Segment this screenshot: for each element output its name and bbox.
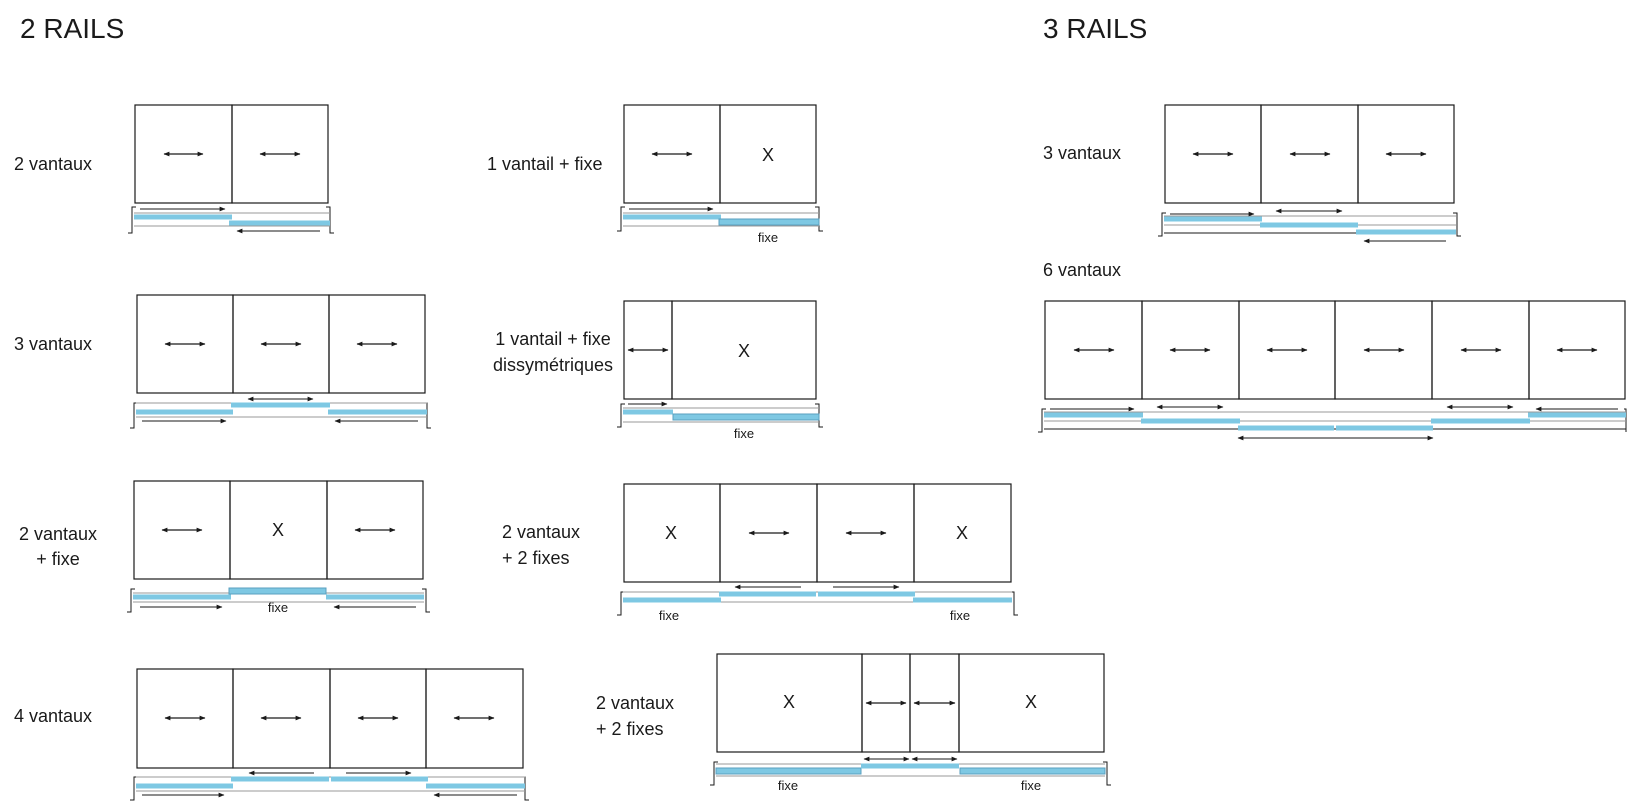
panel-row <box>1164 104 1455 204</box>
fixe-label: fixe <box>268 600 288 615</box>
door-panel <box>1357 104 1455 204</box>
rail-bracket <box>710 761 718 786</box>
fixe-label: fixe <box>950 608 970 623</box>
config-label: dissymétriques <box>493 355 613 375</box>
fixe-label: fixe <box>659 608 679 623</box>
fixe-label: fixe <box>1021 778 1041 793</box>
config-4-vantaux: 4 vantaux <box>14 668 529 801</box>
rail-fixed <box>228 587 327 595</box>
rail-bracket <box>1453 212 1461 237</box>
rail-diagram: fixe <box>617 206 823 245</box>
door-panel-fixed <box>958 653 1105 753</box>
panel-row <box>134 104 329 204</box>
config-label: 2 vantaux <box>19 524 97 544</box>
panel-row <box>136 294 426 394</box>
config-label: 1 vantail + fixe <box>487 154 603 174</box>
rail-diagram <box>130 396 431 429</box>
rail-bracket <box>1624 408 1627 432</box>
rail-diagram <box>128 206 334 234</box>
panel-row <box>1044 300 1626 400</box>
panel-row: X X <box>623 483 1012 583</box>
section-title-3-rails: 3 RAILS <box>1043 13 1147 44</box>
door-panel <box>425 668 524 769</box>
config-label: 2 vantaux <box>14 154 92 174</box>
config-label: 3 vantaux <box>1043 143 1121 163</box>
door-panel <box>1528 300 1626 400</box>
panel-row: X <box>623 104 817 204</box>
rail-diagram: fixe <box>617 401 823 441</box>
door-panel-fixed <box>719 104 817 204</box>
rail-bracket <box>422 588 430 613</box>
door-panel-fixed <box>671 300 817 400</box>
rail-bracket <box>127 588 135 613</box>
fixed-panel-mark: X <box>783 692 795 712</box>
rail-diagram: fixe fixe <box>617 584 1018 623</box>
fixed-panel-mark: X <box>738 341 750 361</box>
panel-row <box>136 668 524 769</box>
door-panel <box>326 480 424 580</box>
config-2-vantaux-2-fixes: 2 vantaux + 2 fixes X X fixe fixe <box>502 483 1018 623</box>
rail-bracket <box>617 403 625 428</box>
panel-row: X <box>623 300 817 400</box>
rail-bracket <box>326 206 334 234</box>
rail-bracket <box>1010 591 1018 616</box>
rail-fixed <box>718 218 820 226</box>
door-panel <box>328 294 426 394</box>
rail-diagram <box>130 770 529 801</box>
config-3-vantaux: 3 vantaux <box>14 294 431 429</box>
rail-diagram: fixe fixe <box>710 756 1111 793</box>
section-title-2-rails: 2 RAILS <box>20 13 124 44</box>
config-label: + 2 fixes <box>502 548 570 568</box>
config-3-rails-6-vantaux: 6 vantaux <box>1038 260 1627 441</box>
rail-fixed <box>715 767 862 775</box>
rail-bracket <box>1038 408 1046 433</box>
fixe-label: fixe <box>734 426 754 441</box>
config-label: 3 vantaux <box>14 334 92 354</box>
config-label: + fixe <box>36 549 80 569</box>
rail-bracket <box>617 591 625 616</box>
fixe-label: fixe <box>758 230 778 245</box>
config-label: 2 vantaux <box>502 522 580 542</box>
rail-bracket <box>128 206 136 234</box>
door-panel <box>231 104 329 204</box>
rail-bracket <box>617 206 625 232</box>
rail-diagram <box>1158 208 1461 244</box>
fixed-panel-mark: X <box>272 520 284 540</box>
rail-fixed <box>959 767 1106 775</box>
door-panel-fixed <box>913 483 1012 583</box>
rail-fixed <box>672 413 820 421</box>
config-label: 2 vantaux <box>596 693 674 713</box>
config-3-rails-3-vantaux: 3 vantaux <box>1043 104 1461 244</box>
config-2-vantaux: 2 vantaux <box>14 104 334 234</box>
config-label: 4 vantaux <box>14 706 92 726</box>
config-label: + 2 fixes <box>596 719 664 739</box>
fixed-panel-mark: X <box>956 523 968 543</box>
rail-bracket <box>130 402 138 429</box>
rail-bracket <box>1158 212 1166 237</box>
config-label: 1 vantail + fixe <box>495 329 611 349</box>
config-2-vantaux-2-fixes-wide: 2 vantaux + 2 fixes X X fixe fixe <box>596 653 1111 793</box>
fixed-panel-mark: X <box>762 145 774 165</box>
panel-row: X X <box>716 653 1105 753</box>
config-1-vantail-fixe-dissymetriques: 1 vantail + fixe dissymétriques X fixe <box>493 300 823 441</box>
fixe-label: fixe <box>778 778 798 793</box>
config-1-vantail-fixe: 1 vantail + fixe X fixe <box>487 104 823 245</box>
rail-diagram <box>1038 404 1627 441</box>
fixed-panel-mark: X <box>665 523 677 543</box>
fixed-panel-mark: X <box>1025 692 1037 712</box>
panel-row: X <box>133 480 424 580</box>
rail-bracket <box>423 402 431 429</box>
rail-diagram: fixe <box>127 587 430 615</box>
rail-bracket <box>1103 761 1111 786</box>
config-label: 6 vantaux <box>1043 260 1121 280</box>
config-2-vantaux-fixe: 2 vantaux + fixe X fixe <box>19 480 430 615</box>
